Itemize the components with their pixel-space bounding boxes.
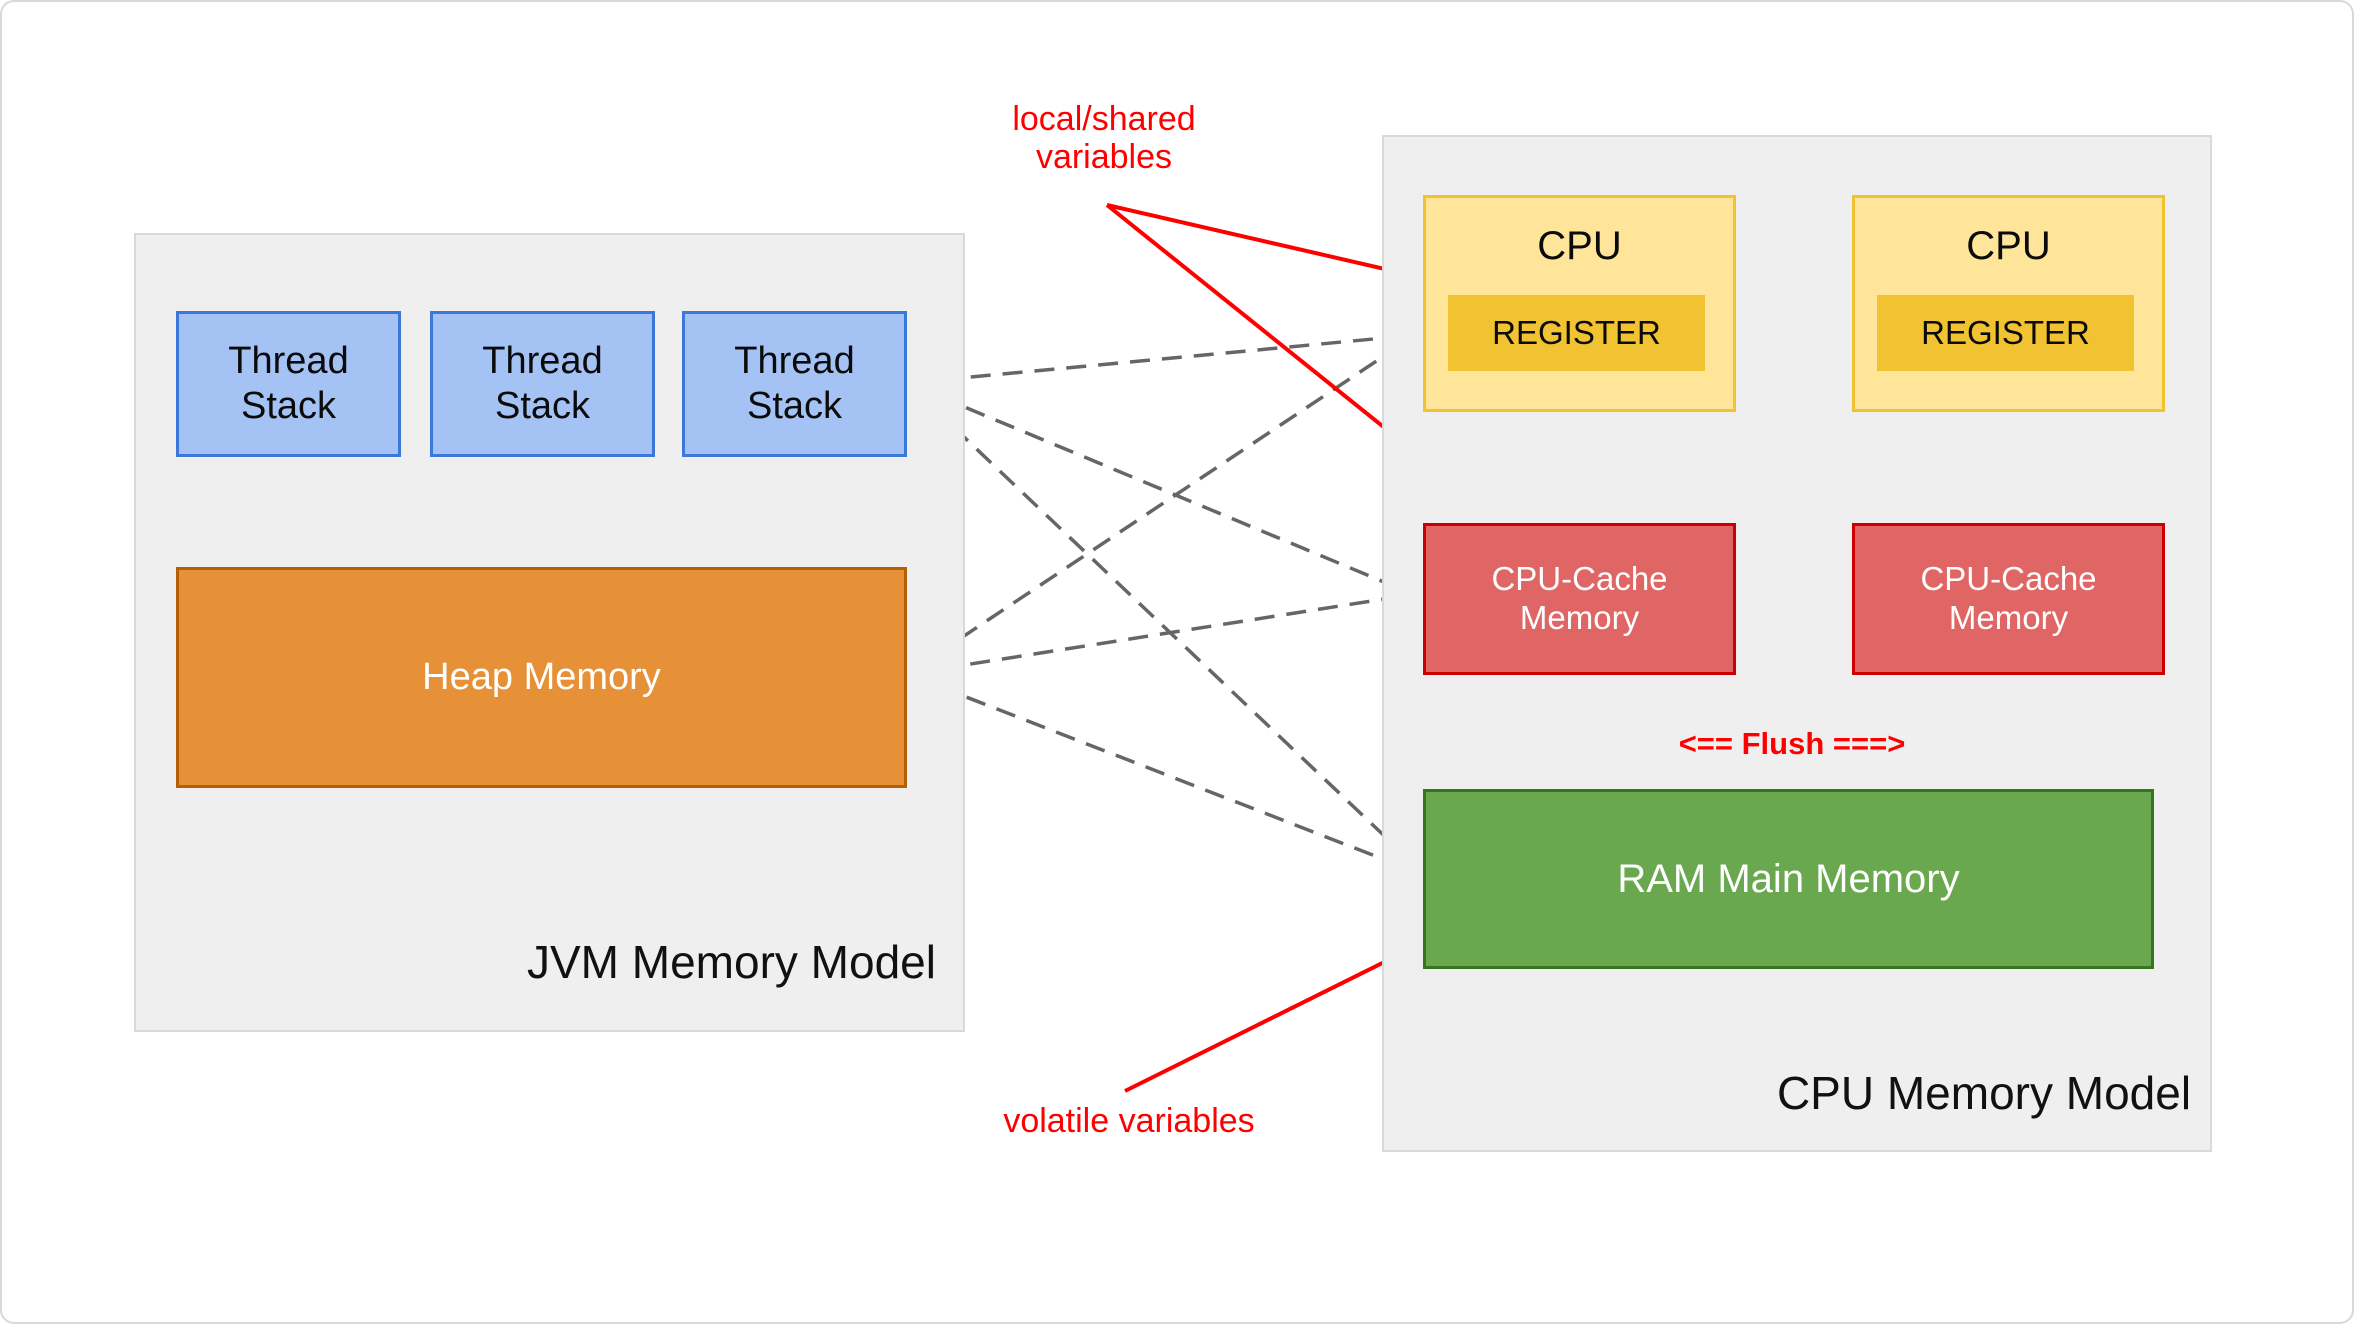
cpu-box-2: CPU REGISTER xyxy=(1852,195,2165,412)
volatile-variables-annotation: volatile variables xyxy=(1003,1102,1255,1140)
flush-annotation: <== Flush ===> xyxy=(1678,726,1906,761)
jvm-panel-title: JVM Memory Model xyxy=(527,936,936,988)
cpu-label-1: CPU xyxy=(1537,224,1622,268)
dashed-arrow-heap-cache xyxy=(905,584,1418,680)
dashed-arrow-threadstack-cache xyxy=(906,381,1409,594)
ram-main-memory-box: RAM Main Memory xyxy=(1423,789,2154,969)
thread-stack-box-3: Thread Stack xyxy=(682,311,907,457)
cpu-box-1: CPU REGISTER xyxy=(1423,195,1736,412)
cpu-cache-box-2: CPU-Cache Memory xyxy=(1852,523,2165,675)
dashed-arrow-threadstack-ram xyxy=(905,381,1416,866)
thread-stack-box-2: Thread Stack xyxy=(430,311,655,457)
heap-memory-box: Heap Memory xyxy=(176,567,907,788)
local-shared-variables-annotation: local/shared variables xyxy=(1012,100,1196,177)
cpu-label-2: CPU xyxy=(1966,224,2051,268)
cpu-cache-box-1: CPU-Cache Memory xyxy=(1423,523,1736,675)
cpu-panel-title: CPU Memory Model xyxy=(1776,1067,2192,1119)
thread-stack-box-1: Thread Stack xyxy=(176,311,401,457)
dashed-arrow-heap-register xyxy=(906,338,1409,676)
register-box-1: REGISTER xyxy=(1448,295,1705,371)
register-box-2: REGISTER xyxy=(1877,295,2134,371)
dashed-arrow-heap-ram xyxy=(906,672,1407,870)
dashed-arrow-threadstack-register xyxy=(905,323,1418,390)
jvm-memory-model-panel: Thread Stack Thread Stack Thread Stack H… xyxy=(134,233,965,1032)
cpu-memory-model-panel: CPU REGISTER CPU REGISTER CPU-Cache Memo… xyxy=(1382,135,2212,1152)
